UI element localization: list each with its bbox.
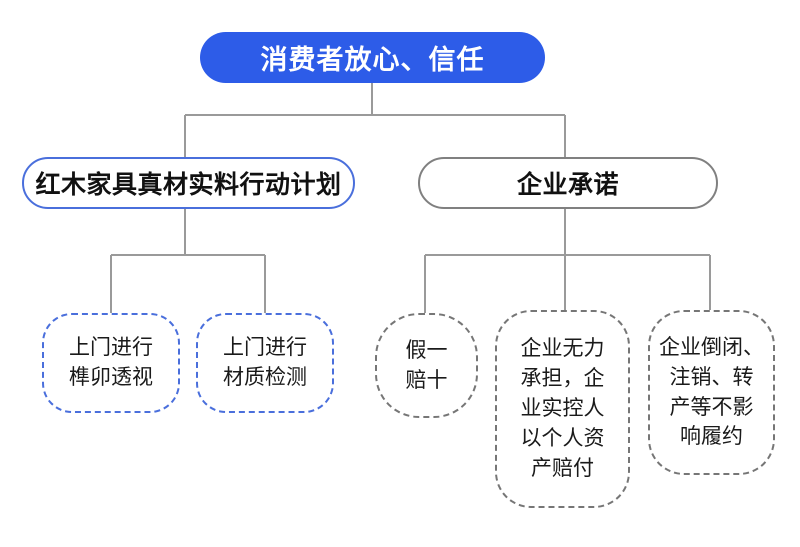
node-leaf-tenfold-compensation[interactable]: 假一 赔十 bbox=[375, 313, 478, 418]
node-leaf-closure-no-effect[interactable]: 企业倒闭、 注销、转 产等不影 响履约 bbox=[648, 310, 775, 475]
node-level2-promise[interactable]: 企业承诺 bbox=[418, 157, 718, 209]
node-leaf-personal-assets[interactable]: 企业无力 承担，企 业实控人 以个人资 产赔付 bbox=[495, 310, 630, 508]
node-leaf-material-test[interactable]: 上门进行 材质检测 bbox=[196, 313, 334, 413]
node-leaf-mortise-inspection[interactable]: 上门进行 榫卯透视 bbox=[42, 313, 180, 413]
node-root-consumer-trust[interactable]: 消费者放心、信任 bbox=[200, 32, 545, 83]
node-level2-plan[interactable]: 红木家具真材实料行动计划 bbox=[22, 157, 355, 209]
